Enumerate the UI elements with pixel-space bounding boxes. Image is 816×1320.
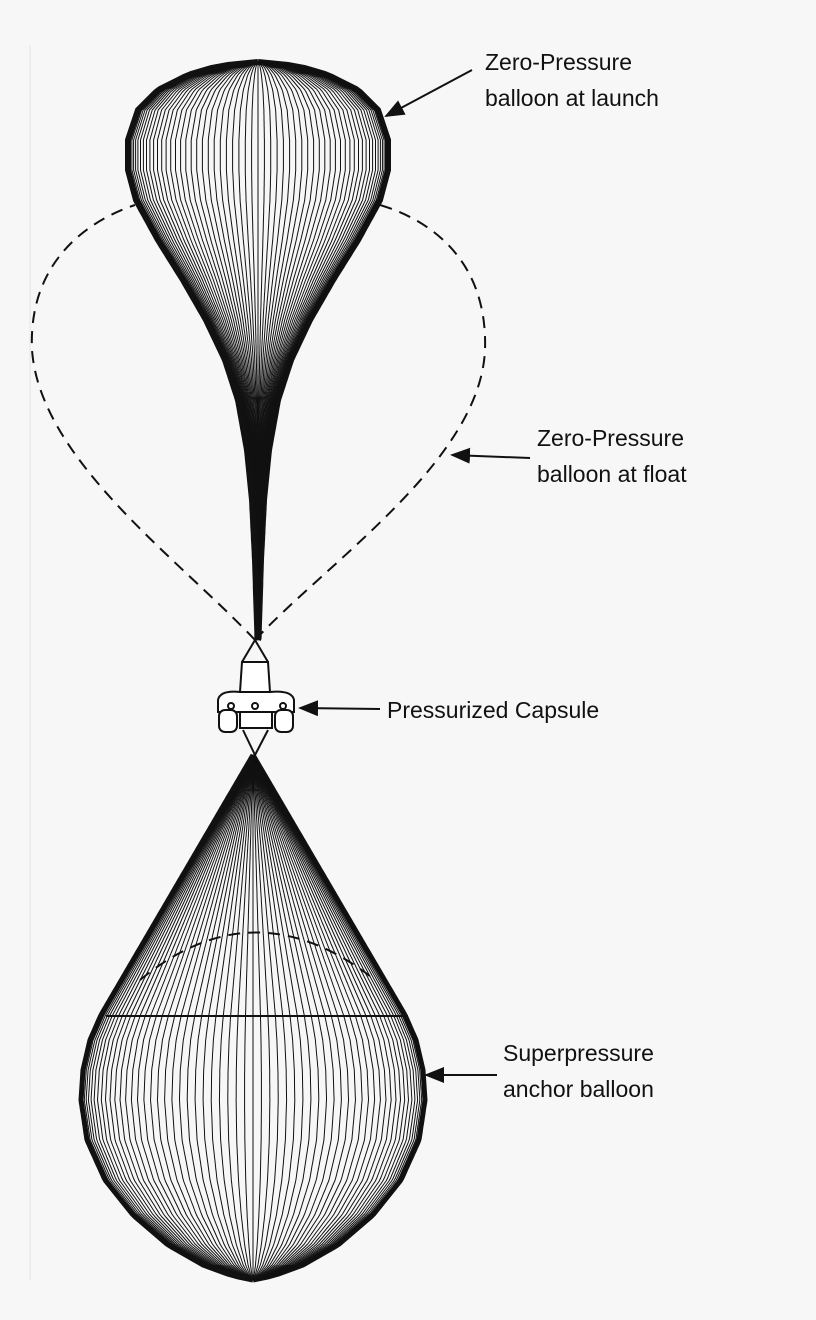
anchor-balloon-gore-line xyxy=(156,754,254,1281)
anchor-balloon-gore-line xyxy=(252,754,381,1281)
anchor-balloon-gore-line xyxy=(87,754,254,1281)
anchor-balloon-gore-line xyxy=(164,754,254,1281)
launch-balloon-outline xyxy=(125,59,261,641)
anchor-balloon-gore-line xyxy=(252,754,262,1281)
anchor-balloon-gore-line xyxy=(104,754,254,1281)
anchor-balloon-gore-line xyxy=(252,754,419,1281)
float-balloon-outline xyxy=(30,204,487,641)
anchor-balloon-gore-line xyxy=(93,754,254,1281)
anchor-balloon-gore-line xyxy=(252,754,392,1281)
anchor-balloon-gore-line xyxy=(210,754,254,1281)
capsule-arrow xyxy=(298,700,381,717)
anchor-balloon-gore-line xyxy=(109,754,254,1281)
anchor-balloon-gore-line xyxy=(252,754,363,1281)
anchor-balloon-gore-line xyxy=(252,754,288,1281)
anchor-balloon-gore-line xyxy=(252,754,402,1281)
float-arrow xyxy=(450,447,531,464)
anchor-balloon-gore-line xyxy=(186,754,254,1281)
anchor-balloon-gore-line xyxy=(114,754,254,1281)
anchor-balloon-gore-line xyxy=(252,754,423,1281)
anchor-balloon-gore-line xyxy=(227,754,254,1281)
anchor-balloon-gore-line xyxy=(252,754,342,1281)
anchor-balloon-gore-line xyxy=(235,754,254,1281)
anchor-balloon-gore-line xyxy=(149,754,254,1281)
anchor-balloon-gore-line xyxy=(252,754,357,1281)
anchor-balloon-gore-line xyxy=(130,754,254,1281)
anchor-balloon-gore-line xyxy=(136,754,254,1281)
launch-balloon-gore-line xyxy=(157,61,259,641)
anchor-balloon-gore-line xyxy=(171,754,254,1281)
anchor-balloon-gore-line xyxy=(179,754,254,1281)
launch-balloon xyxy=(125,59,391,641)
launch-balloon-gore-line xyxy=(257,61,359,641)
anchor-balloon xyxy=(78,753,428,1283)
launch-arrow xyxy=(384,69,473,117)
anchor-balloon-gore-line xyxy=(218,754,254,1281)
anchor-balloon-gore-line xyxy=(202,754,254,1281)
anchor-balloon-gore-line xyxy=(252,754,387,1281)
anchor-balloon-gore-line xyxy=(119,754,254,1281)
anchor-balloon-gore-line xyxy=(252,754,370,1281)
pressurized-capsule xyxy=(217,639,295,756)
anchor-balloon-outline xyxy=(78,753,256,1283)
anchor-label-line2: anchor balloon xyxy=(503,1076,654,1102)
anchor-balloon-gore-line xyxy=(252,754,304,1281)
anchor-balloon-gore-line xyxy=(96,754,254,1281)
anchor-balloon-gore-line xyxy=(252,754,421,1281)
anchor-balloon-gore-line xyxy=(252,754,397,1281)
anchor-balloon-gore-line xyxy=(252,754,413,1281)
anchor-balloon-gore-line xyxy=(143,754,254,1281)
capsule-label: Pressurized Capsule xyxy=(387,697,599,723)
anchor-dashed-arc xyxy=(139,931,376,981)
float-label-line1: Zero-Pressure xyxy=(537,425,684,451)
anchor-balloon-gore-line xyxy=(194,754,254,1281)
anchor-balloon-gore-line xyxy=(125,754,254,1281)
anchor-balloon-gore-line xyxy=(244,754,254,1281)
anchor-balloon-gore-line xyxy=(252,754,320,1281)
float-label-line2: balloon at float xyxy=(537,461,687,487)
anchor-balloon-gore-line xyxy=(90,754,254,1281)
anchor-balloon-gore-line xyxy=(252,754,279,1281)
anchor-balloon-gore-line xyxy=(252,754,327,1281)
anchor-balloon-gore-line xyxy=(252,754,416,1281)
anchor-balloon-gore-line xyxy=(252,754,312,1281)
anchor-balloon-gore-line xyxy=(252,754,376,1281)
launch-label-line1: Zero-Pressure xyxy=(485,49,632,75)
anchor-balloon-gore-line xyxy=(100,754,254,1281)
anchor-balloon-gore-line xyxy=(252,754,406,1281)
anchor-balloon-gore-line xyxy=(252,754,350,1281)
anchor-balloon-gore-line xyxy=(252,754,271,1281)
anchor-balloon-gore-line xyxy=(252,754,296,1281)
launch-label-line2: balloon at launch xyxy=(485,85,659,111)
anchor-balloon-gore-line xyxy=(252,754,410,1281)
anchor-balloon-gore-line xyxy=(252,754,335,1281)
anchor-label-line1: Superpressure xyxy=(503,1040,654,1066)
